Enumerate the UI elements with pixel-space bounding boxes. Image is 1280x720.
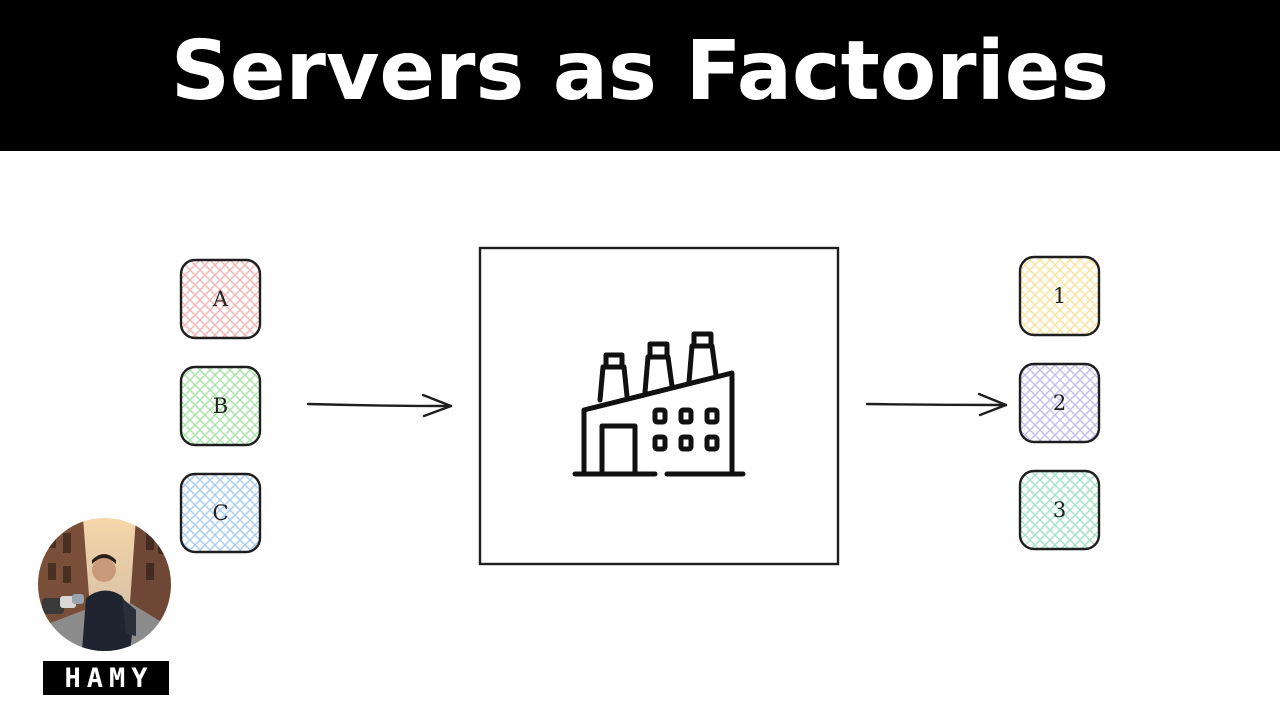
output-box-2: 2 <box>1018 362 1101 444</box>
factory-icon <box>572 331 746 477</box>
output-box-1: 1 <box>1018 255 1101 337</box>
presenter-logo: HAMY <box>43 661 169 695</box>
factory-box <box>478 246 840 566</box>
output-arrow <box>865 392 1008 417</box>
input-arrow <box>306 393 453 418</box>
page-title: Servers as Factories <box>170 24 1110 119</box>
input-box-b: B <box>179 365 262 447</box>
title-bar: Servers as Factories <box>0 0 1280 151</box>
presenter-photo <box>38 518 171 651</box>
input-label-b: B <box>213 394 228 418</box>
output-label-1: 1 <box>1053 284 1066 308</box>
input-label-a: A <box>212 287 229 311</box>
presenter-avatar <box>38 518 171 651</box>
input-box-c: C <box>179 472 262 554</box>
presenter-logo-text: HAMY <box>64 662 154 694</box>
output-box-3: 3 <box>1018 469 1101 551</box>
output-label-3: 3 <box>1053 498 1066 522</box>
input-box-a: A <box>179 258 262 340</box>
output-label-2: 2 <box>1053 391 1066 415</box>
input-label-c: C <box>212 501 228 525</box>
